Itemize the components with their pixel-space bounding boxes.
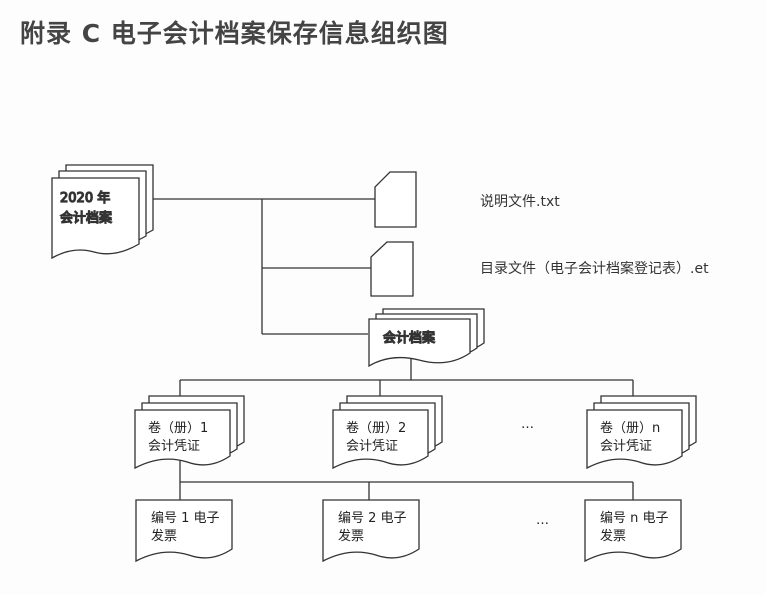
volume-ellipsis: … bbox=[521, 417, 534, 432]
invoice-page bbox=[135, 499, 233, 563]
root-archive-label: 会计档案 bbox=[60, 211, 112, 226]
volume-type-label: 会计凭证 bbox=[148, 439, 200, 454]
volume-stack-2: 卷（册）2 会计凭证 bbox=[332, 395, 443, 470]
invoice-page bbox=[322, 499, 420, 563]
invoice-number-label: 编号 2 电子 bbox=[338, 511, 407, 526]
root-archive-document-stack: 2020 年 会计档案 bbox=[51, 164, 154, 260]
volume-stack-3: 卷（册）n 会计凭证 bbox=[586, 395, 697, 470]
catalog-file-icon bbox=[370, 241, 414, 297]
volume-type-label: 会计凭证 bbox=[600, 439, 652, 454]
volume-number-label: 卷（册）n bbox=[600, 420, 660, 436]
page-title: 附录 C 电子会计档案保存信息组织图 bbox=[20, 19, 449, 48]
connector-root-to-files bbox=[153, 198, 375, 335]
volume-type-label: 会计凭证 bbox=[346, 439, 398, 454]
catalog-file-label: 目录文件（电子会计档案登记表）.et bbox=[480, 261, 709, 277]
connector-archive-to-volumes bbox=[179, 354, 634, 408]
volume-stack-1: 卷（册）1 会计凭证 bbox=[134, 395, 245, 470]
connector-lines bbox=[153, 198, 634, 500]
volume-stacks: 卷（册）1 会计凭证 卷（册）2 会计凭证 卷（册）n 会计凭证 bbox=[134, 395, 697, 470]
invoice-type-label: 发票 bbox=[151, 528, 177, 544]
readme-file-icon bbox=[374, 171, 417, 228]
connector-volumes-to-invoices bbox=[179, 460, 634, 500]
invoice-type-label: 发票 bbox=[600, 528, 626, 544]
invoice-number-label: 编号 1 电子 bbox=[151, 511, 220, 526]
volume-number-label: 卷（册）1 bbox=[148, 420, 208, 436]
volume-page bbox=[586, 409, 683, 470]
invoice-type-label: 发票 bbox=[338, 528, 364, 544]
volume-number-label: 卷（册）2 bbox=[346, 420, 406, 436]
invoice-page bbox=[584, 499, 682, 563]
accounting-archive-label: 会计档案 bbox=[383, 331, 435, 346]
volume-page bbox=[134, 409, 231, 470]
volume-page bbox=[332, 409, 429, 470]
accounting-archive-document-stack: 会计档案 bbox=[368, 308, 485, 368]
invoice-number-label: 编号 n 电子 bbox=[600, 511, 669, 526]
readme-file-label: 说明文件.txt bbox=[480, 194, 560, 210]
invoice-ellipsis: … bbox=[536, 513, 549, 528]
root-archive-year: 2020 年 bbox=[60, 191, 110, 206]
